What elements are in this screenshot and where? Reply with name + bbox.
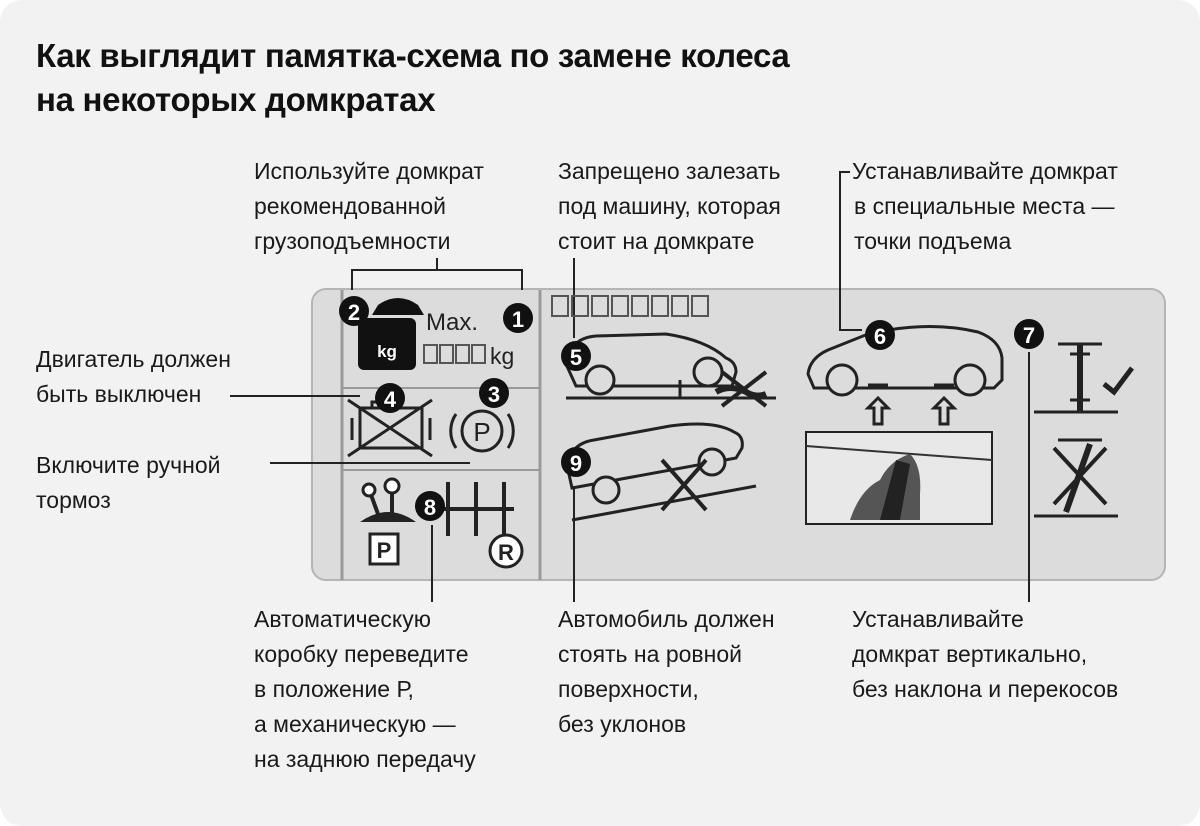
badge-1: 1 xyxy=(503,303,533,333)
svg-text:1: 1 xyxy=(512,307,524,332)
svg-text:3: 3 xyxy=(488,382,500,407)
serial-boxes xyxy=(551,295,709,317)
note-no-under: Запрещено залезать под машину, которая с… xyxy=(558,158,781,254)
svg-text:7: 7 xyxy=(1023,323,1035,348)
note-gearbox: Автоматическую коробку переведите в поло… xyxy=(254,606,476,772)
badge-9: 9 xyxy=(561,447,591,477)
reverse-gear-label: R xyxy=(498,540,514,565)
note-lift-points: Устанавливайте домкрат в специальные мес… xyxy=(852,158,1118,254)
callout-lift-points xyxy=(839,171,862,331)
kg-unit-label: kg xyxy=(490,343,514,369)
callout-capacity xyxy=(351,269,523,290)
badge-3: 3 xyxy=(479,378,509,408)
svg-text:5: 5 xyxy=(570,345,582,370)
svg-text:9: 9 xyxy=(570,451,582,476)
park-brake-label: P xyxy=(473,417,490,447)
page-title: Как выглядит памятка-схема по замене кол… xyxy=(36,34,790,122)
note-flat: Автомобиль должен стоять на ровной повер… xyxy=(558,606,775,737)
title-line-2: на некоторых домкратах xyxy=(36,81,436,118)
park-gear-label: P xyxy=(377,538,392,563)
manual-gear-icon xyxy=(430,482,514,536)
note-handbrake: Включите ручной тормоз xyxy=(36,452,221,513)
badge-4: 4 xyxy=(375,383,405,413)
automatic-gear-icon: P xyxy=(360,477,416,566)
svg-text:6: 6 xyxy=(874,324,886,349)
reverse-gear-icon: R xyxy=(488,533,524,569)
note-vertical: Устанавливайте домкрат вертикально, без … xyxy=(852,606,1119,702)
tilted-jack-icon xyxy=(1034,438,1118,518)
svg-text:4: 4 xyxy=(384,387,397,412)
kg-weight-label: kg xyxy=(377,342,397,361)
parking-brake-icon: P xyxy=(449,409,515,453)
note-capacity: Используйте домкрат рекомендованной груз… xyxy=(254,158,484,254)
badge-7: 7 xyxy=(1014,319,1044,349)
badge-6: 6 xyxy=(865,320,895,350)
badge-5: 5 xyxy=(561,341,591,371)
lift-points-icon xyxy=(806,324,1004,426)
callout-lines xyxy=(230,171,1030,602)
capacity-digit-boxes xyxy=(423,344,486,364)
checkmark-icon xyxy=(1102,366,1134,396)
note-engine: Двигатель должен быть выключен xyxy=(36,346,231,407)
lift-point-photo xyxy=(805,431,993,525)
svg-text:2: 2 xyxy=(348,300,360,325)
vertical-jack-icon xyxy=(1034,342,1134,414)
badge-2: 2 xyxy=(339,296,369,326)
badge-8: 8 xyxy=(415,491,445,521)
weight-icon: kg xyxy=(358,298,424,370)
number-badges: 1 2 3 4 5 6 7 xyxy=(339,296,1044,521)
title-line-1: Как выглядит памятка-схема по замене кол… xyxy=(36,37,790,74)
car-on-slope-icon xyxy=(566,422,757,522)
svg-text:8: 8 xyxy=(424,495,436,520)
max-label: Max. xyxy=(426,309,478,336)
